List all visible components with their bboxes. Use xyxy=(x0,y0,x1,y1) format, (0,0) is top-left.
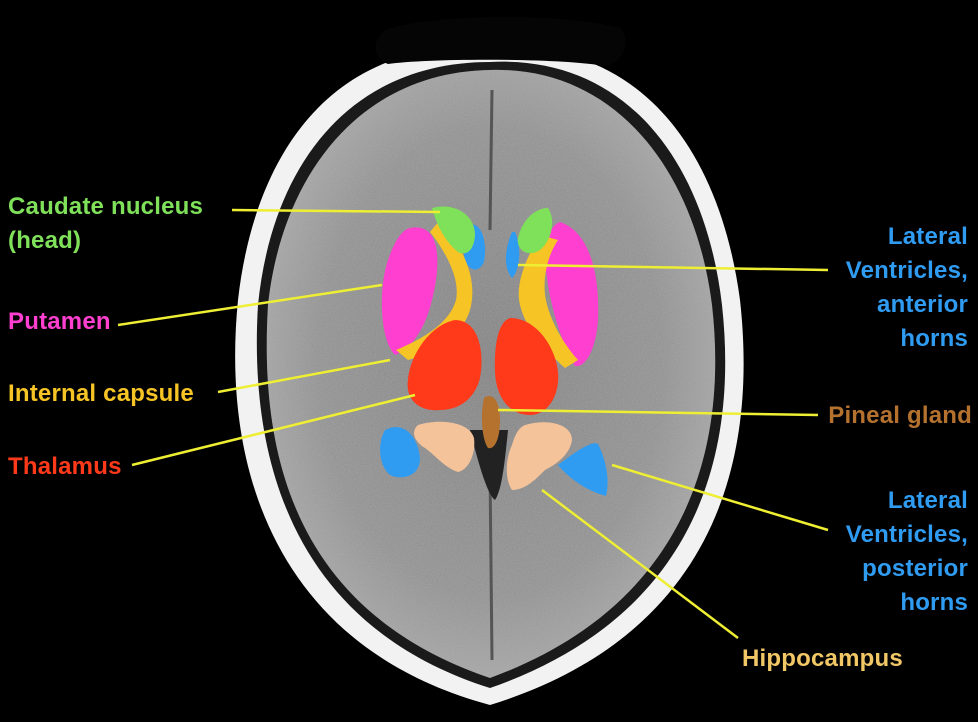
pointer-caudate xyxy=(231,208,441,214)
right-anterior-horn xyxy=(505,232,520,278)
pointer-lateral-anterior xyxy=(517,263,829,272)
pointer-internal-capsule xyxy=(217,358,391,394)
pointer-putamen xyxy=(117,283,383,327)
label-lateral-ventricles-anterior: Lateral Ventricles, anterior horns xyxy=(845,223,968,352)
pointer-lateral-posterior xyxy=(611,463,829,532)
pointer-hippocampus xyxy=(541,489,739,639)
left-hippocampus xyxy=(414,421,475,472)
label-caudate-nucleus: Caudate nucleus (head) xyxy=(8,193,204,254)
frontal-sinus xyxy=(375,16,626,66)
right-thalamus xyxy=(494,318,559,415)
label-putamen: Putamen xyxy=(8,308,111,335)
right-posterior-horn xyxy=(558,443,608,496)
pineal-gland xyxy=(481,396,500,449)
left-posterior-horn xyxy=(380,427,420,478)
left-putamen xyxy=(381,227,438,355)
label-hippocampus: Hippocampus xyxy=(742,645,903,672)
pointer-lines xyxy=(117,208,829,639)
label-internal-capsule: Internal capsule xyxy=(8,380,194,407)
right-internal-capsule xyxy=(518,235,578,368)
right-caudate xyxy=(517,208,553,254)
right-putamen xyxy=(545,222,599,367)
right-hippocampus xyxy=(506,422,572,490)
label-lateral-ventricles-posterior: Lateral Ventricles, posterior horns xyxy=(845,487,968,616)
left-thalamus xyxy=(407,320,482,411)
label-pineal-gland: Pineal gland xyxy=(828,402,972,429)
left-caudate xyxy=(432,206,475,254)
pointer-thalamus xyxy=(131,393,416,467)
label-thalamus: Thalamus xyxy=(8,453,122,480)
pointer-pineal xyxy=(497,408,819,417)
